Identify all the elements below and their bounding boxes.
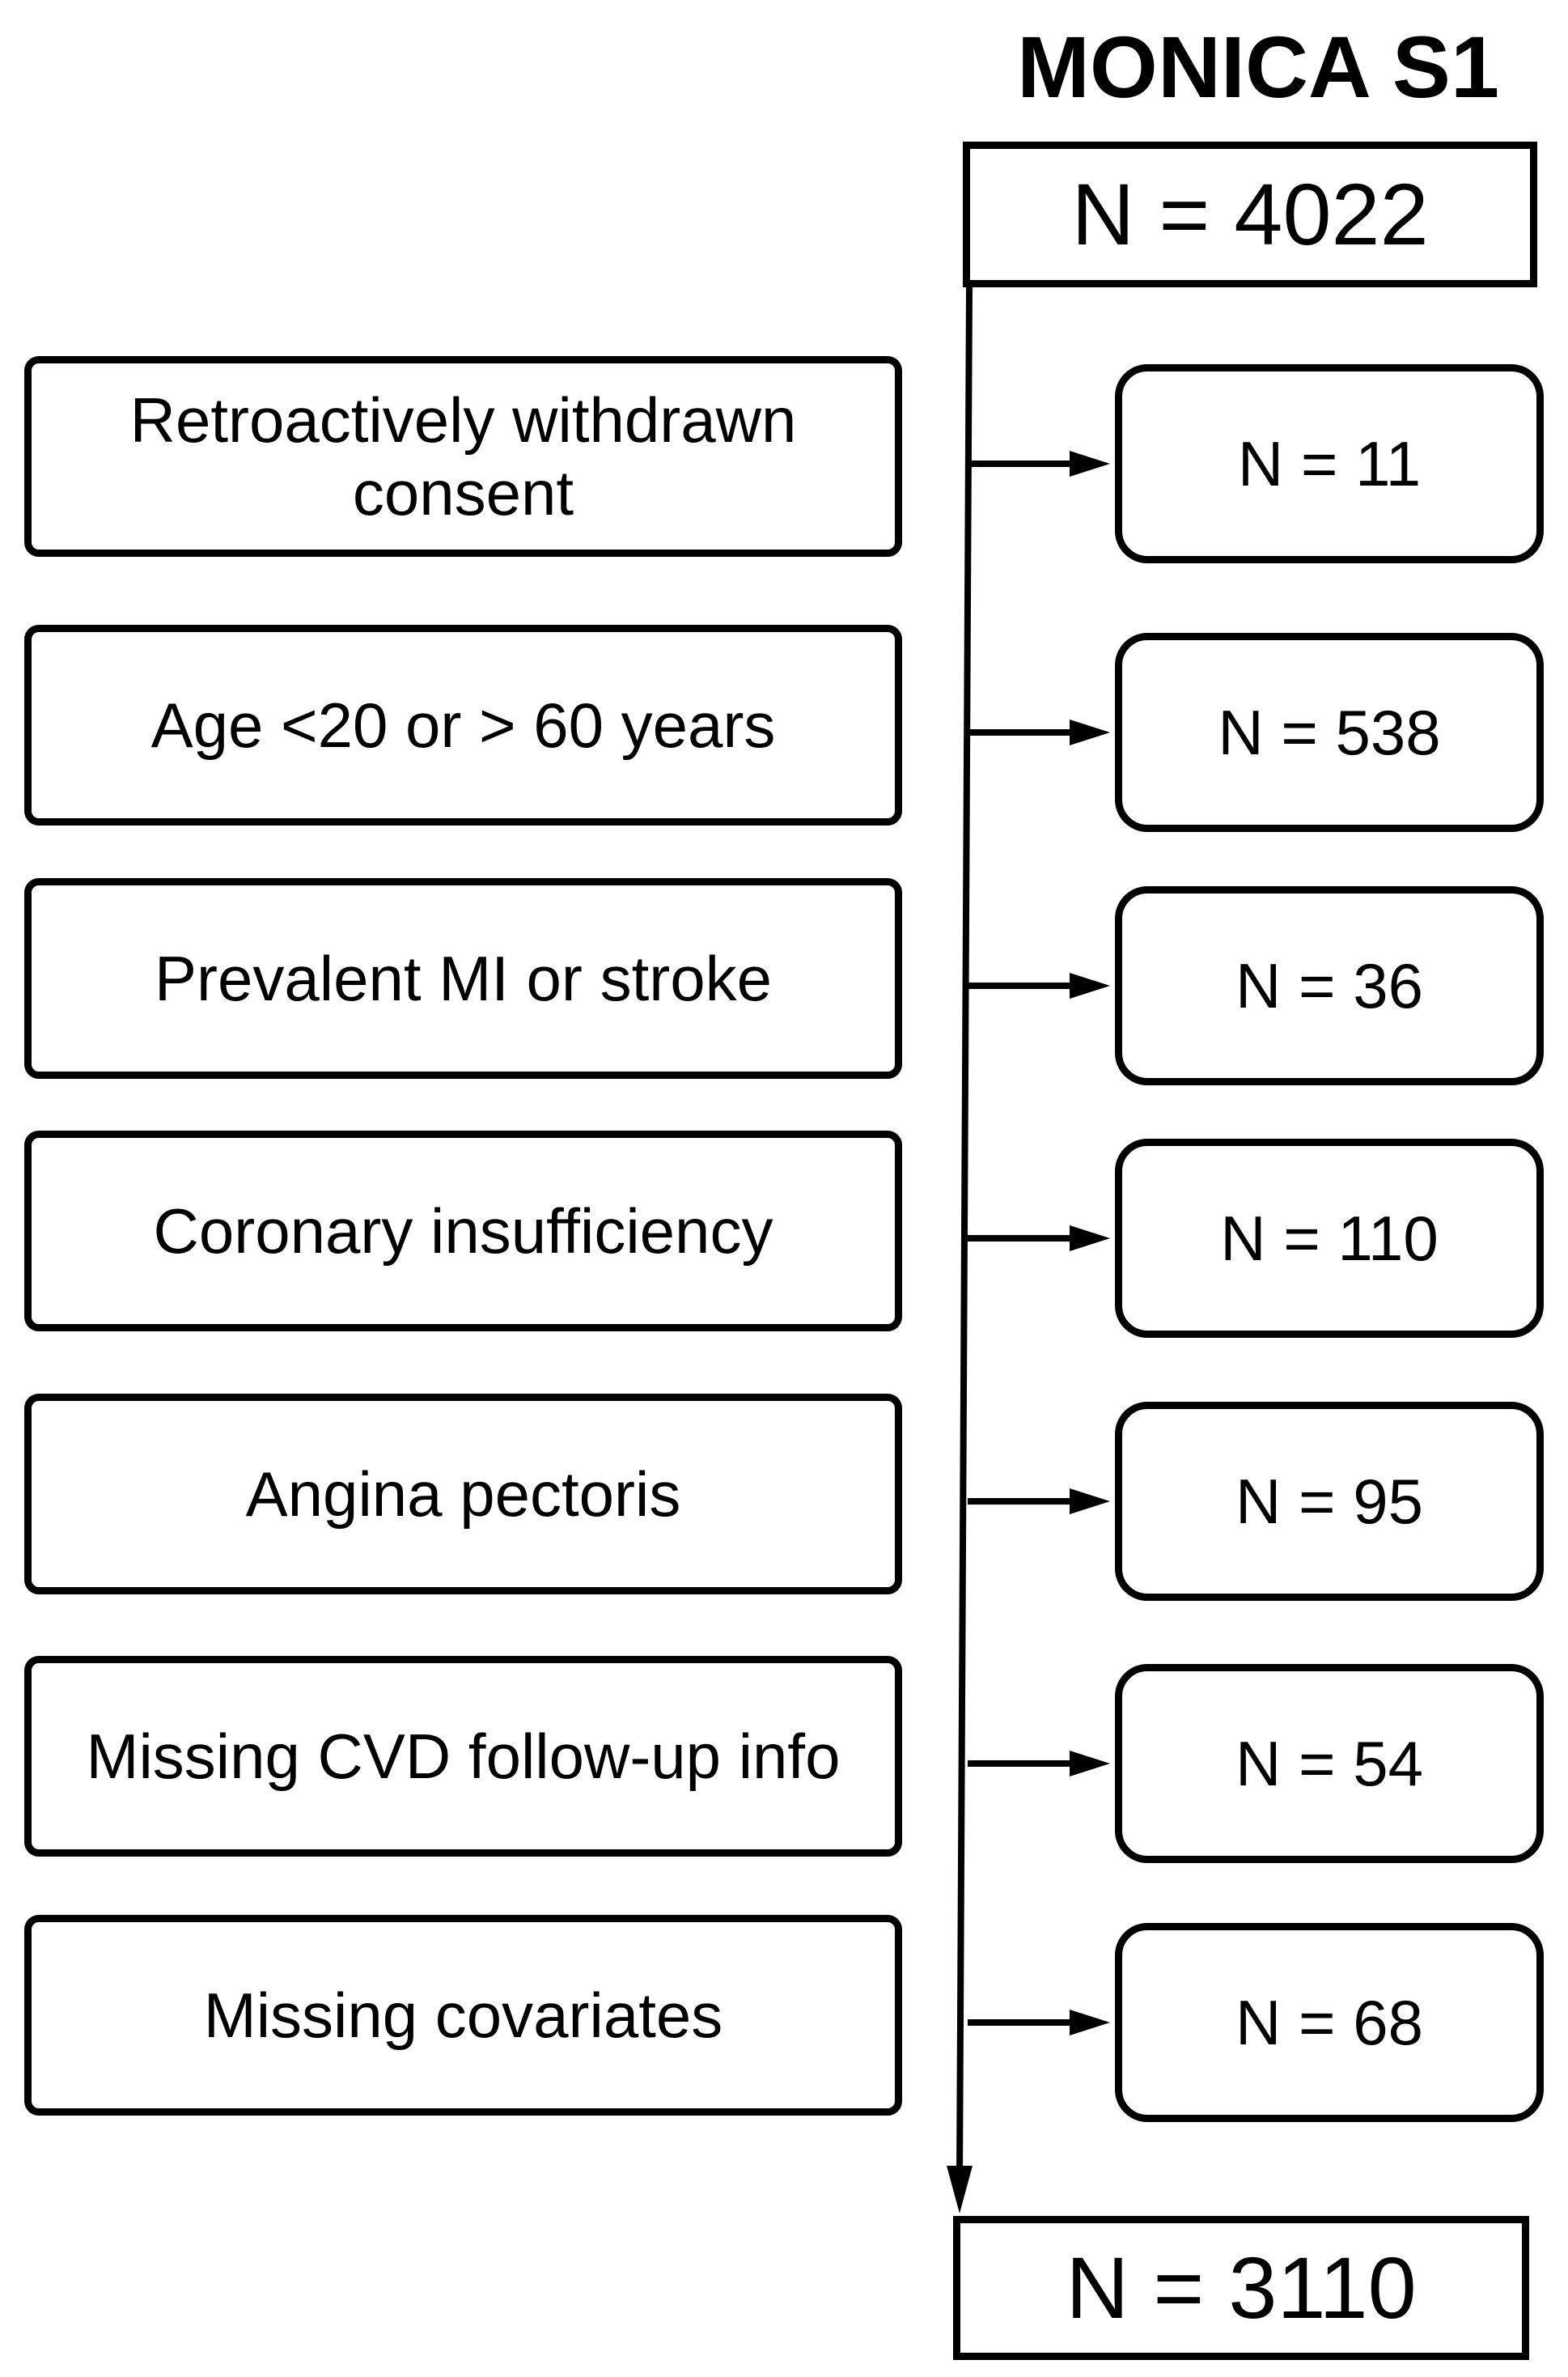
branch-arrowhead xyxy=(1070,1488,1110,1514)
exclusion-criterion-label: Missing covariates xyxy=(203,1979,723,2051)
exclusion-count-label: N = 95 xyxy=(1235,1465,1423,1537)
exclusion-criterion-box: Retroactively withdrawn consent xyxy=(24,356,902,557)
exclusion-count-label: N = 36 xyxy=(1235,949,1423,1021)
branch-arrowhead xyxy=(1070,2010,1110,2035)
exclusion-count-label: N = 11 xyxy=(1237,427,1422,499)
exclusion-criterion-box: Angina pectoris xyxy=(24,1394,902,1594)
exclusion-criterion-label: Retroactively withdrawn consent xyxy=(129,384,797,528)
exclusion-count-box: N = 538 xyxy=(1115,633,1544,832)
exclusion-count-box: N = 11 xyxy=(1115,364,1544,563)
exclusion-count-box: N = 95 xyxy=(1115,1402,1544,1601)
branch-arrowhead xyxy=(1070,719,1110,745)
initial-count-label: N = 4022 xyxy=(1071,165,1429,264)
exclusion-count-label: N = 110 xyxy=(1220,1202,1439,1274)
exclusion-criterion-box: Coronary insufficiency xyxy=(24,1131,902,1331)
exclusion-criterion-label: Age <20 or > 60 years xyxy=(150,689,776,761)
main-flow-line xyxy=(956,287,973,2178)
final-count-label: N = 3110 xyxy=(1066,2239,1417,2337)
branch-arrows xyxy=(968,451,1110,2035)
exclusion-criterion-box: Prevalent MI or stroke xyxy=(24,878,902,1079)
exclusion-count-label: N = 54 xyxy=(1235,1727,1423,1799)
exclusion-criterion-label: Angina pectoris xyxy=(245,1458,681,1530)
exclusion-criterion-box: Age <20 or > 60 years xyxy=(24,625,902,826)
exclusion-count-box: N = 36 xyxy=(1115,886,1544,1085)
branch-arrowhead xyxy=(1070,451,1110,477)
branch-arrowhead xyxy=(1070,1751,1110,1776)
final-count-box: N = 3110 xyxy=(953,2216,1529,2360)
exclusion-count-label: N = 538 xyxy=(1218,696,1441,768)
exclusion-criterion-box: Missing covariates xyxy=(24,1915,902,2116)
cohort-title: MONICA S1 xyxy=(1016,18,1500,116)
exclusion-criterion-label: Coronary insufficiency xyxy=(153,1195,773,1267)
exclusion-criterion-label: Prevalent MI or stroke xyxy=(155,942,772,1014)
exclusion-count-box: N = 68 xyxy=(1115,1923,1544,2122)
exclusion-criterion-label: Missing CVD follow-up info xyxy=(86,1720,841,1792)
branch-arrowhead xyxy=(1070,1225,1110,1251)
initial-count-box: N = 4022 xyxy=(963,142,1537,287)
exclusion-count-label: N = 68 xyxy=(1235,1986,1423,2058)
branch-arrowhead xyxy=(1070,973,1110,999)
exclusion-criterion-box: Missing CVD follow-up info xyxy=(24,1656,902,1857)
exclusion-count-box: N = 110 xyxy=(1115,1139,1544,1338)
exclusion-count-box: N = 54 xyxy=(1115,1664,1544,1863)
main-flow-arrowhead xyxy=(947,2166,973,2214)
